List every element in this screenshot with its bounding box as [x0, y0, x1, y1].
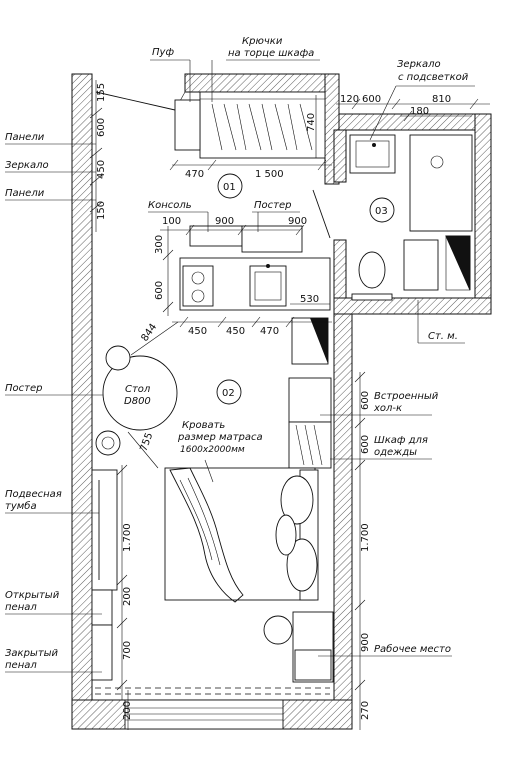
wall-right: [333, 313, 353, 730]
label-table-1: Стол: [125, 384, 151, 395]
label-puf: Пуф: [152, 47, 174, 58]
dim-470-top: 470: [185, 169, 204, 180]
label-workplace: Рабочее место: [374, 643, 451, 655]
work-chair: [263, 615, 293, 645]
dim-900-console: 900: [215, 216, 234, 227]
leader-lines: [5, 59, 475, 673]
dim-700: 700: [122, 641, 133, 660]
poster-hall: [241, 225, 303, 253]
label-mirror-light-2: с подсветкой: [398, 72, 469, 83]
dim-150-left: 150: [96, 201, 107, 220]
label-open-case-2: пенал: [5, 602, 37, 613]
label-panels-top: Панели: [5, 132, 45, 143]
dim-300: 300: [154, 235, 165, 254]
label-bed-1: Кровать: [182, 420, 225, 431]
label-poster-left: Постер: [5, 383, 42, 394]
bed: [164, 467, 319, 603]
dim-810: 810: [432, 94, 451, 105]
pouf: [174, 99, 201, 151]
entrance-door: [95, 91, 186, 111]
bathroom-fixtures: [349, 134, 473, 301]
room-number-01: 01: [223, 182, 236, 193]
label-fridge-1: Встроенный: [374, 391, 439, 402]
label-poster-top: Постер: [254, 200, 291, 211]
dim-470-b: 470: [260, 326, 279, 337]
label-hooks-2: на торце шкафа: [228, 48, 314, 59]
wall-bath-right: [474, 113, 492, 315]
dim-740: 740: [306, 113, 317, 132]
dim-450-b: 450: [226, 326, 245, 337]
label-open-case-1: Открытый: [5, 590, 60, 601]
labels: Пуф Крючки на торце шкафа Зеркало с подс…: [5, 36, 469, 671]
dim-200: 200: [122, 587, 133, 606]
dim-600-right-a: 600: [360, 391, 371, 410]
label-bed-3: 1600х2000мм: [180, 445, 245, 455]
dim-155: 155: [96, 83, 107, 102]
work-desk-part: [294, 649, 332, 681]
room-number-02: 02: [222, 388, 235, 399]
dim-755: 755: [138, 431, 155, 453]
console: [189, 225, 243, 247]
dim-450-left: 450: [96, 160, 107, 179]
hanging-cabinet: [91, 469, 118, 591]
dim-844: 844: [139, 322, 159, 344]
label-bed-2: размер матраса: [177, 432, 263, 443]
label-mirror-light-1: Зеркало: [397, 59, 441, 70]
room-numbers: 01 03 02: [216, 173, 395, 405]
window: [124, 699, 284, 730]
label-closed-case-2: пенал: [5, 660, 37, 671]
chair-left: [95, 430, 121, 456]
dim-600-kitchen: 600: [154, 281, 165, 300]
dim-100: 100: [162, 216, 181, 227]
wardrobe-right: [288, 377, 332, 469]
dimension-lines: [89, 80, 490, 730]
label-mirror: Зеркало: [5, 160, 49, 171]
dim-900-right: 900: [360, 633, 371, 652]
dim-450-a: 450: [188, 326, 207, 337]
label-wardrobe-2: одежды: [374, 447, 417, 458]
closed-case: [91, 624, 113, 681]
shaft-fill: [310, 318, 328, 364]
label-table-2: D800: [124, 396, 151, 407]
dim-530: 530: [300, 294, 319, 305]
dim-600-right-b: 600: [360, 435, 371, 454]
wall-top: [184, 73, 338, 93]
label-closed-case-1: Закрытый: [5, 648, 59, 659]
dim-900-poster: 900: [288, 216, 307, 227]
round-table: [102, 355, 178, 431]
bathroom-door: [312, 189, 331, 239]
label-riser: Ст. м.: [428, 331, 458, 342]
dim-200-bottom: 200: [122, 701, 133, 720]
open-case: [91, 589, 113, 626]
dim-600-top: 600: [362, 94, 381, 105]
label-hanging-1: Подвесная: [5, 489, 62, 500]
dim-180: 180: [410, 106, 429, 117]
dim-1500: 1 500: [255, 169, 284, 180]
dim-270: 270: [360, 701, 371, 720]
label-wardrobe-1: Шкаф для: [374, 435, 428, 446]
label-panels-bottom: Панели: [5, 188, 45, 199]
wardrobe-hall: [199, 91, 326, 159]
wall-bath-bottom: [333, 297, 492, 315]
label-hanging-2: тумба: [5, 500, 37, 512]
dim-120: 120: [340, 94, 359, 105]
kitchen-counter: [179, 257, 331, 311]
room-number-03: 03: [375, 206, 388, 217]
label-console: Консоль: [148, 200, 192, 211]
wall-partition-lower: [333, 239, 347, 299]
dim-600-left: 600: [96, 118, 107, 137]
wall-partition: [333, 129, 347, 183]
label-fridge-2: хол-к: [373, 403, 402, 414]
dim-1700-right: 1.700: [360, 523, 371, 552]
chair-top: [105, 345, 131, 371]
label-hooks-1: Крючки: [242, 36, 283, 47]
dim-1700-left: 1.700: [122, 523, 133, 552]
